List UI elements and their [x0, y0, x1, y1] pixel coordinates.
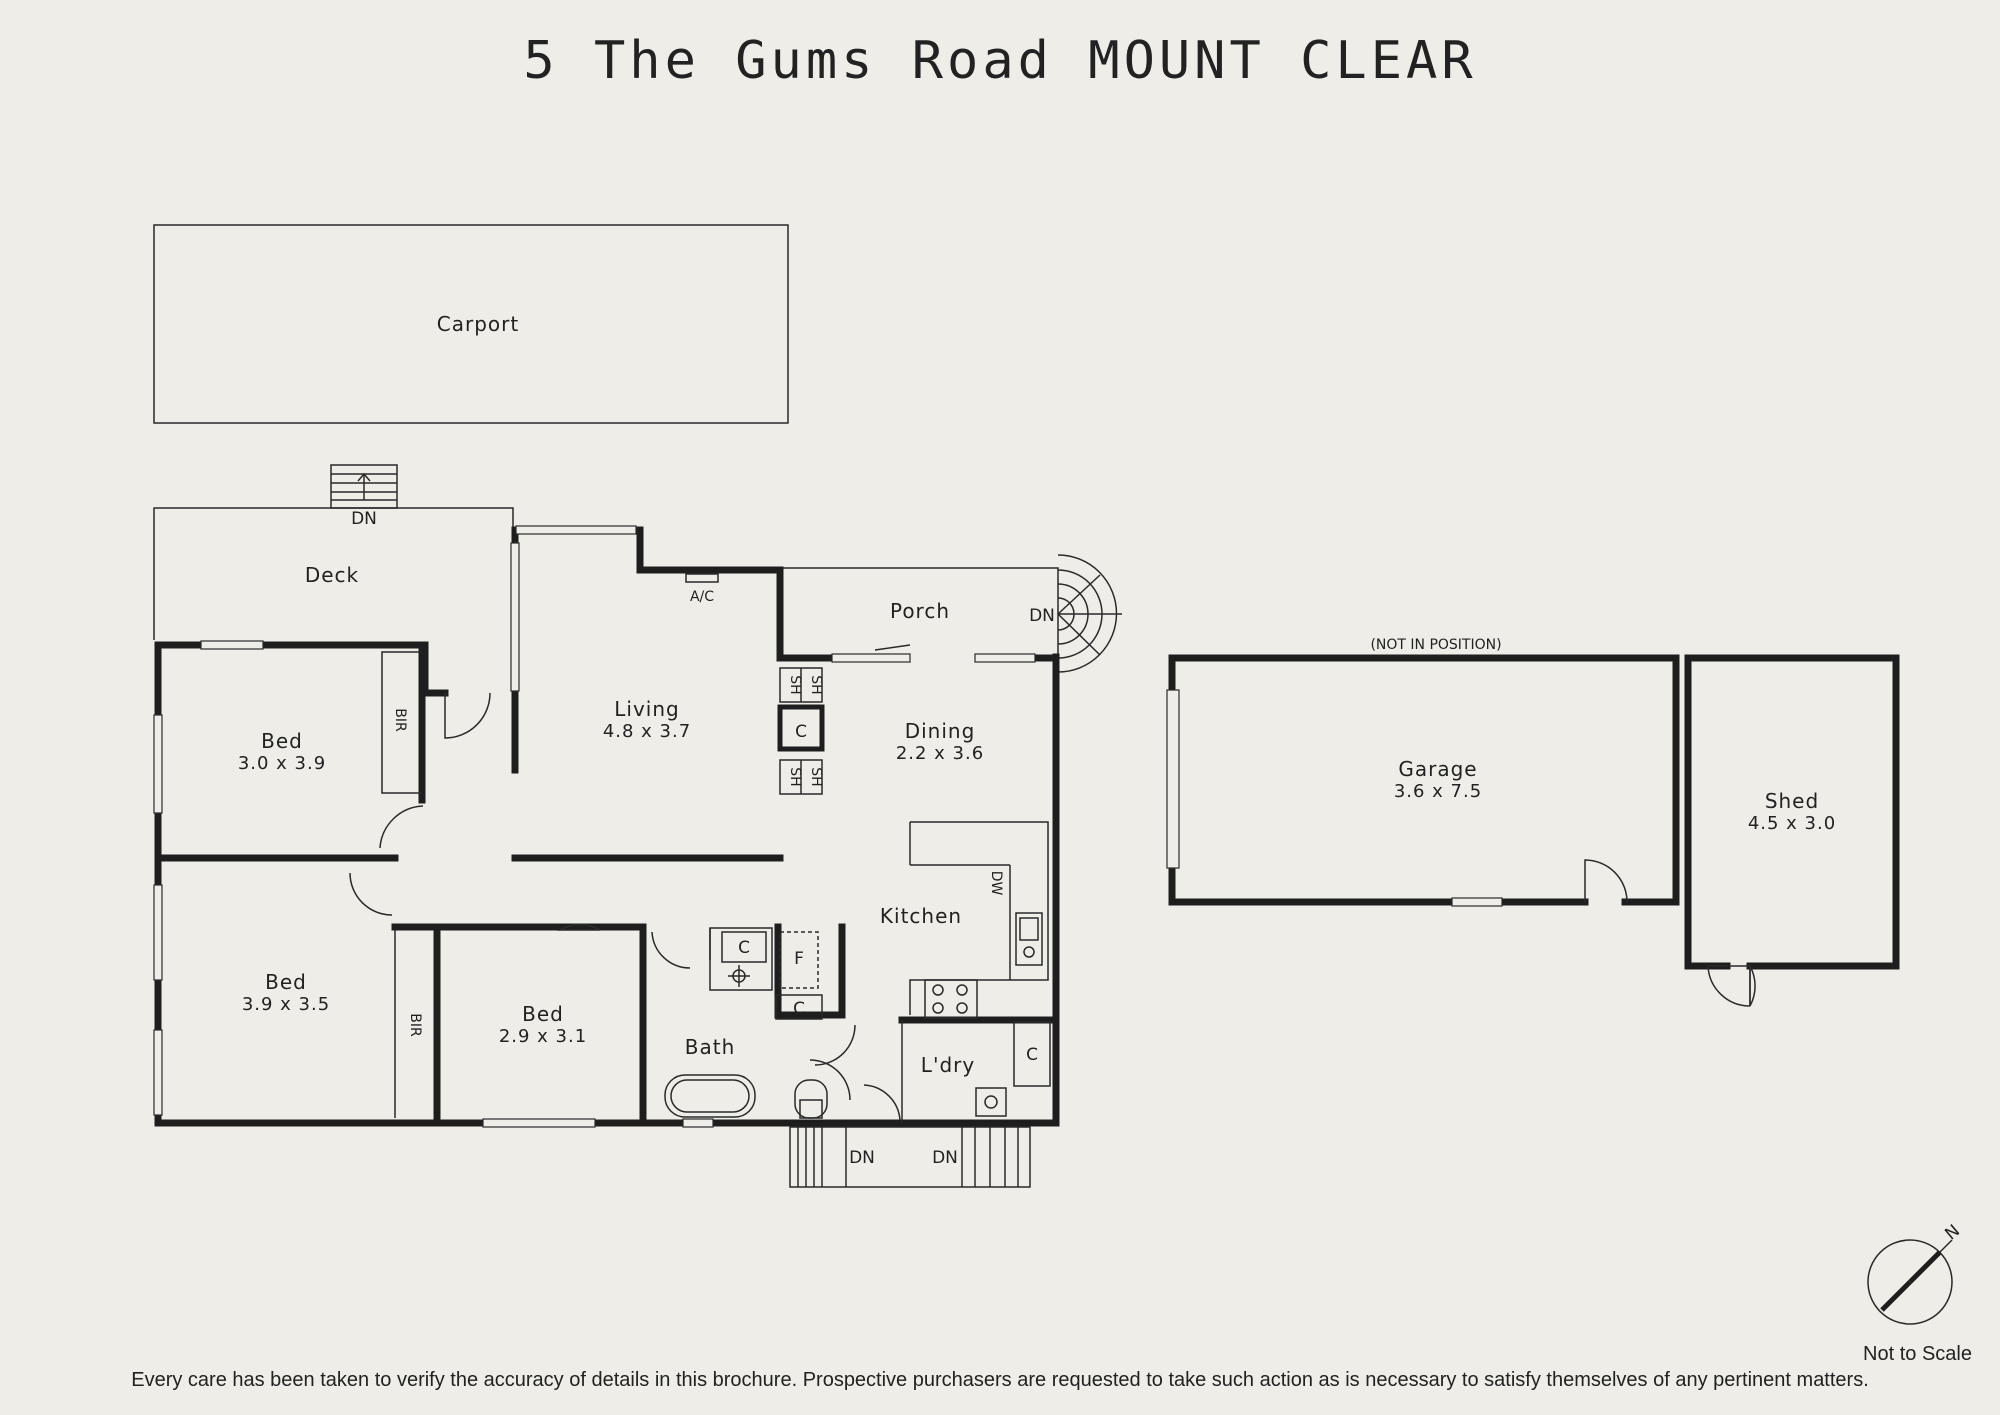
- sh-label-1: SH: [787, 675, 803, 694]
- garage-note: (NOT IN POSITION): [1370, 637, 1501, 653]
- shed: Shed 4.5 x 3.0: [1684, 654, 1900, 1007]
- bed3-size: 2.9 x 3.1: [499, 1026, 587, 1047]
- bed1-size: 3.0 x 3.9: [238, 753, 326, 774]
- bedroom-1: Bed 3.0 x 3.9: [238, 729, 326, 774]
- garage-label: Garage: [1398, 757, 1477, 781]
- garage: (NOT IN POSITION) Garage 3.6 x 7.5: [1166, 637, 1680, 907]
- shed-size: 4.5 x 3.0: [1748, 813, 1836, 834]
- cupboard-label-1: C: [795, 722, 807, 742]
- laundry: C L'dry: [901, 1020, 1051, 1123]
- living-size: 4.8 x 3.7: [603, 721, 691, 742]
- deck-dn-label: DN: [351, 509, 377, 529]
- dining-room: Dining 2.2 x 3.6: [896, 719, 984, 764]
- page-title: 5 The Gums Road MOUNT CLEAR: [523, 31, 1476, 91]
- dining-label: Dining: [905, 719, 976, 743]
- shed-label: Shed: [1765, 789, 1819, 813]
- carport-label: Carport: [437, 312, 519, 336]
- bathroom: C F C Bath: [664, 927, 828, 1119]
- windows: [153, 525, 1036, 1128]
- ac-label: A/C: [690, 589, 714, 605]
- rear-dn-label-2: DN: [932, 1148, 958, 1168]
- deck-label: Deck: [305, 563, 359, 587]
- porch-dn-label: DN: [1029, 606, 1055, 626]
- bed3-label: Bed: [522, 1002, 564, 1026]
- cupboard-label-3: C: [793, 999, 805, 1019]
- deck-steps: [330, 464, 398, 509]
- compass-north-label: N: [1941, 1221, 1964, 1244]
- built-in-robes: BIR BIR: [381, 651, 423, 1118]
- porch-steps: [1057, 554, 1122, 673]
- scale-note: Not to Scale: [1863, 1343, 1972, 1365]
- bir-label-2: BIR: [407, 1013, 423, 1037]
- kitchen-label: Kitchen: [880, 904, 962, 928]
- rear-steps: DN DN: [789, 1126, 1031, 1188]
- kitchen: DW Kitchen: [880, 821, 1049, 1019]
- dishwasher-label: DW: [988, 871, 1004, 896]
- doors: [349, 644, 911, 1121]
- garage-size: 3.6 x 7.5: [1394, 781, 1482, 802]
- hall-cupboards: SH SH C SH SH: [777, 667, 825, 795]
- sh-label-2: SH: [808, 675, 824, 694]
- bed2-label: Bed: [265, 970, 307, 994]
- disclaimer: Every care has been taken to verify the …: [131, 1369, 1869, 1391]
- bedroom-3: Bed 2.9 x 3.1: [499, 1002, 587, 1047]
- cupboard-label-4: C: [1026, 1045, 1038, 1065]
- cupboard-label-2: C: [738, 938, 750, 958]
- laundry-label: L'dry: [921, 1053, 975, 1077]
- deck-area: DN Deck: [153, 464, 514, 640]
- bir-label-1: BIR: [392, 708, 408, 732]
- bedroom-2: Bed 3.9 x 3.5: [242, 970, 330, 1015]
- bath-label: Bath: [685, 1035, 736, 1059]
- north-compass-icon: N: [1867, 1221, 1964, 1325]
- porch-area: DN Porch: [782, 554, 1122, 673]
- rear-dn-label-1: DN: [849, 1148, 875, 1168]
- fridge-label: F: [794, 949, 804, 969]
- carport-area: Carport: [153, 224, 789, 424]
- sh-label-4: SH: [808, 767, 824, 786]
- living-label: Living: [614, 697, 679, 721]
- sh-label-3: SH: [787, 767, 803, 786]
- bed2-size: 3.9 x 3.5: [242, 994, 330, 1015]
- porch-label: Porch: [890, 599, 950, 623]
- bed1-label: Bed: [261, 729, 303, 753]
- dining-size: 2.2 x 3.6: [896, 743, 984, 764]
- living-room: A/C Living 4.8 x 3.7: [603, 573, 719, 742]
